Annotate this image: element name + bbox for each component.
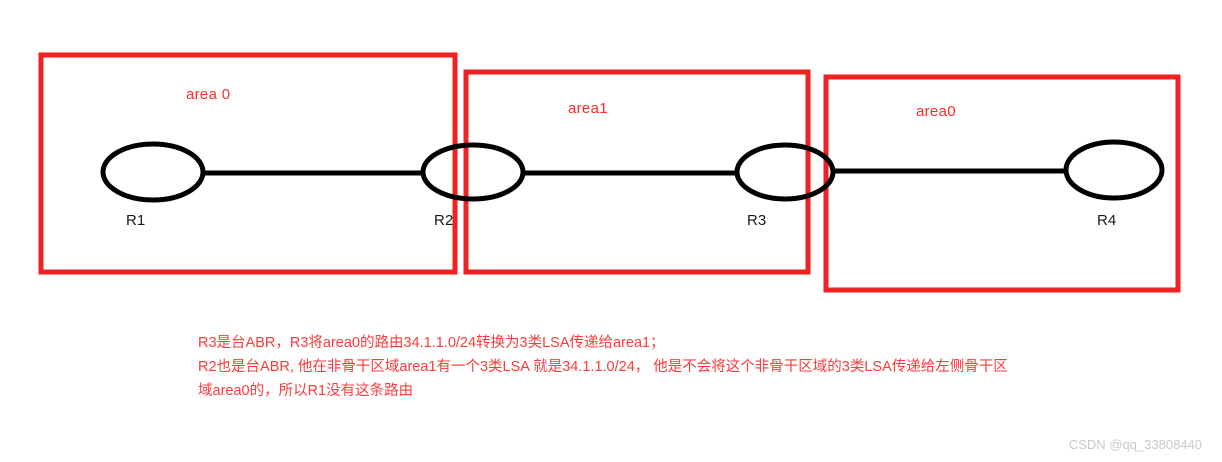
area-box-area-1-middle [463, 69, 811, 275]
router-label-r1: R1 [126, 212, 146, 229]
router-icon-r1 [100, 141, 206, 203]
router-label-r2: R2 [434, 212, 454, 229]
area-box-area-0-left [38, 52, 458, 275]
annotation-line-2: R2也是台ABR, 他在非骨干区域area1有一个3类LSA 就是34.1.1.… [198, 359, 1008, 375]
area-label-area-0-right: area0 [916, 103, 956, 120]
router-icon-r2 [420, 142, 526, 202]
annotation-line-1: R3是台ABR，R3将area0的路由34.1.1.0/24转换为3类LSA传递… [198, 335, 665, 351]
area-box-area-0-right [823, 74, 1181, 293]
area-label-area-1-middle: area1 [568, 100, 608, 117]
annotation-line-3: 域area0的，所以R1没有这条路由 [198, 383, 414, 399]
router-label-r3: R3 [747, 212, 767, 229]
router-icon-r3 [734, 142, 836, 202]
router-icon-r4 [1063, 139, 1165, 201]
router-label-r4: R4 [1097, 212, 1117, 229]
area-label-area-0-left: area 0 [186, 86, 231, 103]
annotation-notes: R3是台ABR，R3将area0的路由34.1.1.0/24转换为3类LSA传递… [198, 331, 1198, 403]
watermark-label: CSDN @qq_33808440 [1068, 437, 1202, 452]
